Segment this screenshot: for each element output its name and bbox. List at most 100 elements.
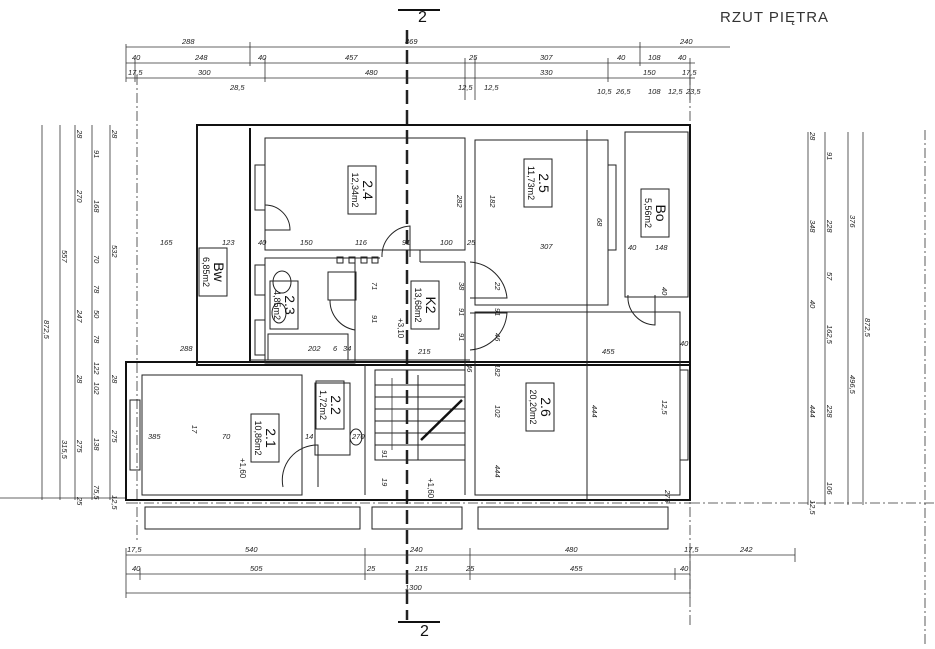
dimension-label: 457 [345,53,358,62]
dimension-label: 315,5 [60,440,69,460]
dimension-label: 348 [808,220,817,233]
dimension-label: 540 [245,545,258,554]
room-number: 2.5 [536,173,552,193]
dimension-label: 240 [679,37,693,46]
dimension-label: 57 [825,272,834,281]
dimension-label: 376 [848,215,857,228]
dimension-label: 40 [617,53,626,62]
dimension-label: 40 [808,300,817,309]
walls [125,124,691,501]
bottom-dimension-lines [125,548,796,598]
dimension-label: 165 [160,238,173,247]
dimension-label: 150 [643,68,656,77]
dimension-label: 148 [655,243,668,252]
dimension-label: 91 [402,238,410,247]
dimension-label: 182 [488,195,497,208]
dimension-label: 557 [60,250,69,263]
dimension-label: 150 [300,238,313,247]
dimension-label: 122 [92,362,101,375]
dimension-label: 17 [190,425,199,434]
dimension-label: 40 [660,287,669,296]
dimension-label: 242 [739,545,753,554]
room-label-bw: Bw6,85m2 [198,247,228,297]
level-mark: +3,10 [396,318,405,339]
dimension-label: 38 [457,282,466,291]
dimension-label: 444 [493,465,502,478]
dimension-label: 1300 [405,583,423,592]
dimension-label: 91 [457,333,466,341]
dimension-label: 91 [493,308,502,316]
washbasin-icon [271,302,287,324]
dimension-label: 385 [148,432,161,441]
room-number: 2.2 [328,395,344,415]
dimension-label: 91 [825,152,834,160]
room-area: 13,68m2 [413,287,423,322]
dimension-label: 480 [565,545,578,554]
dimension-label: 17,5 [128,68,143,77]
room-label-2-2: 2.21,72m2 [315,380,345,430]
dimension-label: 455 [602,347,615,356]
dimension-label: 12,5 [110,495,119,510]
dimension-label: 102 [493,405,502,418]
dimension-label: 71 [370,282,379,290]
dimension-label: 288 [181,37,195,46]
dimension-label: 872,5 [42,320,51,340]
dimension-label: 40 [680,339,689,348]
dimension-label: 872,5 [863,318,872,338]
dimension-label: 869 [405,37,418,46]
dimension-label: 100 [440,238,453,247]
dimension-label: 91 [457,308,466,316]
dimension-label: 330 [540,68,553,77]
windows [129,164,689,471]
dimension-label: 26,5 [615,87,631,96]
room-area: 1,72m2 [318,390,328,420]
dimension-label: 50 [92,310,101,319]
dimension-label: 70 [92,255,101,264]
room-label-2-5: 2.511,73m2 [523,158,553,208]
dimension-label: 300 [198,68,211,77]
dimension-label: 10,5 [597,87,612,96]
dimension-label: 6 [333,344,338,353]
side-dimension-lines [0,75,935,645]
dimension-label: 34 [343,344,351,353]
level-mark: +1,60 [238,458,247,479]
dimension-label: 25 [468,53,478,62]
room-area: 11,73m2 [526,166,536,200]
dimension-label: 75,5 [92,485,101,500]
dimension-label: 444 [808,405,817,418]
dimension-label: 116 [355,238,368,247]
dimension-label: 215 [417,347,431,356]
dimension-label: 25 [366,564,376,573]
dimension-label: 288 [179,344,193,353]
toilet-icon [272,270,292,294]
dimension-label: 40 [132,564,141,573]
dimension-label: 444 [590,405,599,418]
staircase [374,369,466,461]
doors [264,204,656,488]
dimension-label: 12,5 [484,83,499,92]
room-number: Bw [211,262,227,282]
room-label-2-1: 2.110,86m2 [250,413,280,463]
room-area: 6,85m2 [201,257,211,287]
dimension-label: 91 [370,315,379,323]
dimension-label: 25 [466,238,476,247]
plan-title: RZUT PIĘTRA [720,9,829,26]
dimension-label: 17,5 [682,68,697,77]
dimension-label: 123 [222,238,235,247]
dimension-label: 25 [75,496,84,506]
room-number: 2.1 [263,428,279,448]
dimension-label: 17,5 [127,545,142,554]
dimension-label: 282 [455,194,464,208]
dimension-label: 28 [110,374,119,384]
toilet-icon-2 [349,428,363,446]
dimension-label: 12,5 [660,400,669,415]
dimension-label: 496,5 [848,375,857,395]
room-label-bo: Bo5,56m2 [640,188,670,238]
dimension-label: 247 [75,309,84,323]
dimension-label: 22 [493,281,502,291]
dimension-label: 270 [75,189,84,203]
balconies [126,502,690,530]
dimension-label: 46 [465,364,474,373]
dimension-label: 68 [595,218,604,227]
